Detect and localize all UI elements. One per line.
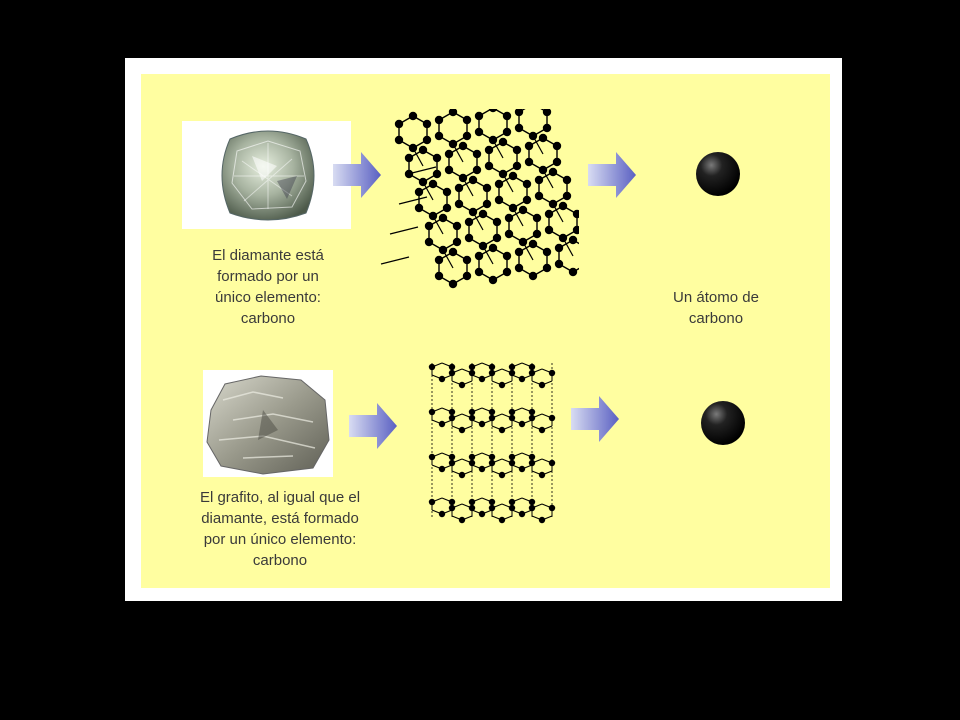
carbon-atom	[696, 152, 740, 196]
arrow-right-icon	[349, 403, 397, 449]
arrow-right-icon	[588, 152, 636, 198]
arrow-right-icon	[333, 152, 381, 198]
carbon-atom	[701, 401, 745, 445]
diamond-caption: El diamante está formado por un único el…	[212, 247, 324, 327]
diamond-image	[182, 121, 351, 229]
graphite-image	[203, 370, 333, 477]
graphite-caption: El grafito, al igual que el diamante, es…	[199, 489, 361, 569]
slide: El diamante está formado por un único el…	[125, 58, 842, 601]
diamond-lattice	[380, 109, 579, 289]
arrow-right-icon	[571, 396, 619, 442]
diagram-panel: El diamante está formado por un único el…	[141, 74, 830, 588]
atom-caption: Un átomo de carbono	[673, 289, 759, 327]
graphite-lattice	[428, 362, 556, 524]
